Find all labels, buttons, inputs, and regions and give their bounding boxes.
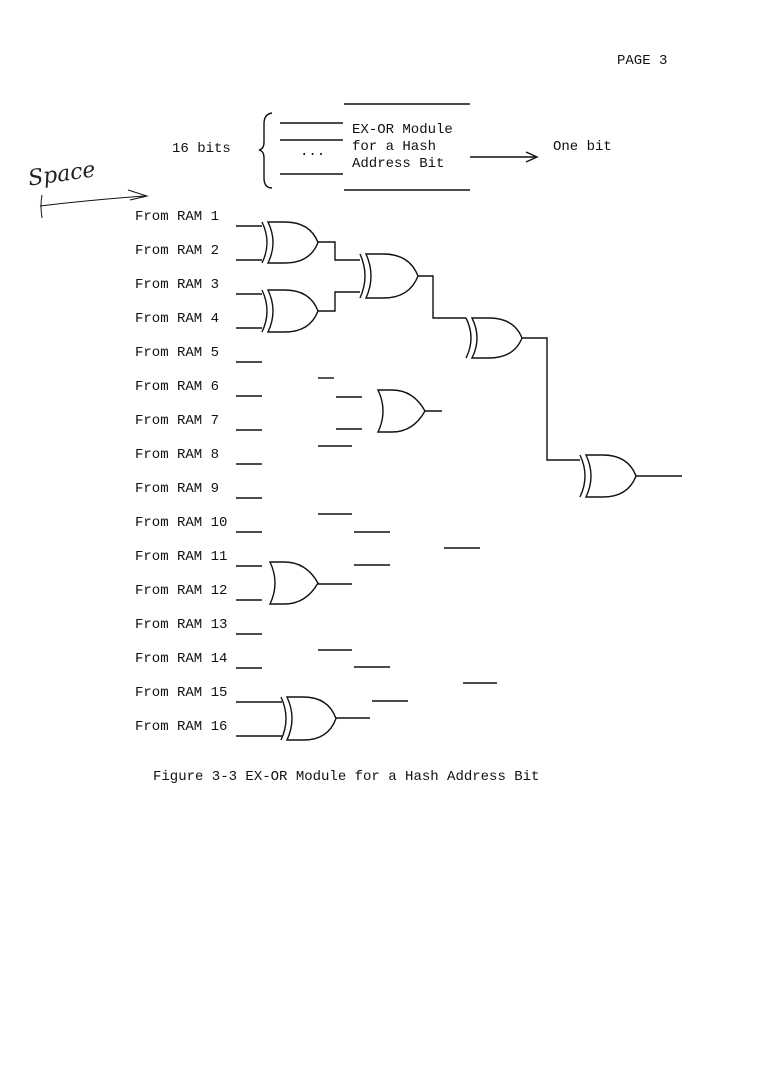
- xor-gate-4: [470, 317, 523, 359]
- input-label: From RAM 12: [135, 583, 228, 599]
- wire: [418, 275, 466, 319]
- xor-gate-5-back-curve: [579, 454, 586, 498]
- xor-gate-3: [364, 253, 419, 299]
- xor-gate-6: [285, 696, 337, 741]
- wire: [318, 291, 360, 312]
- xor-gate-2-back-curve: [261, 289, 268, 333]
- ellipsis: ...: [300, 144, 326, 160]
- or-gate-2: [268, 561, 319, 605]
- output-bit-label: One bit: [553, 139, 612, 155]
- input-label: From RAM 9: [135, 481, 220, 497]
- input-label: From RAM 6: [135, 379, 220, 395]
- input-label: From RAM 15: [135, 685, 228, 701]
- input-label: From RAM 11: [135, 549, 228, 565]
- xor-gate-3-back-curve: [359, 253, 366, 299]
- figure-caption: Figure 3-3 EX-OR Module for a Hash Addre…: [153, 769, 540, 785]
- wire: [522, 337, 580, 461]
- page-number: PAGE 3: [617, 53, 668, 69]
- xor-gate-6-back-curve: [280, 696, 287, 741]
- wire: [318, 241, 360, 261]
- input-bits-label: 16 bits: [172, 141, 231, 157]
- or-gate-1: [376, 389, 426, 433]
- module-title-line-2: for a Hash: [352, 139, 437, 155]
- xor-gate-4-back-curve: [465, 317, 472, 359]
- xor-gate-2: [266, 289, 319, 333]
- xor-gate-5: [584, 454, 637, 498]
- input-label: From RAM 5: [135, 345, 220, 361]
- handwritten-arrow: [39, 189, 149, 219]
- input-label: From RAM 8: [135, 447, 220, 463]
- xor-gate-1-back-curve: [261, 221, 268, 264]
- module-title-line-1: EX-OR Module: [352, 122, 453, 138]
- input-label: From RAM 2: [135, 243, 220, 259]
- input-label: From RAM 13: [135, 617, 228, 633]
- module-title-line-3: Address Bit: [352, 156, 445, 172]
- xor-gate-1: [266, 221, 319, 264]
- brace: [258, 112, 273, 189]
- input-label: From RAM 1: [135, 209, 220, 225]
- input-label: From RAM 14: [135, 651, 228, 667]
- arrow-head-icon: [525, 151, 539, 163]
- input-label: From RAM 4: [135, 311, 220, 327]
- input-label: From RAM 3: [135, 277, 220, 293]
- input-label: From RAM 10: [135, 515, 228, 531]
- input-label: From RAM 16: [135, 719, 228, 735]
- input-label: From RAM 7: [135, 413, 220, 429]
